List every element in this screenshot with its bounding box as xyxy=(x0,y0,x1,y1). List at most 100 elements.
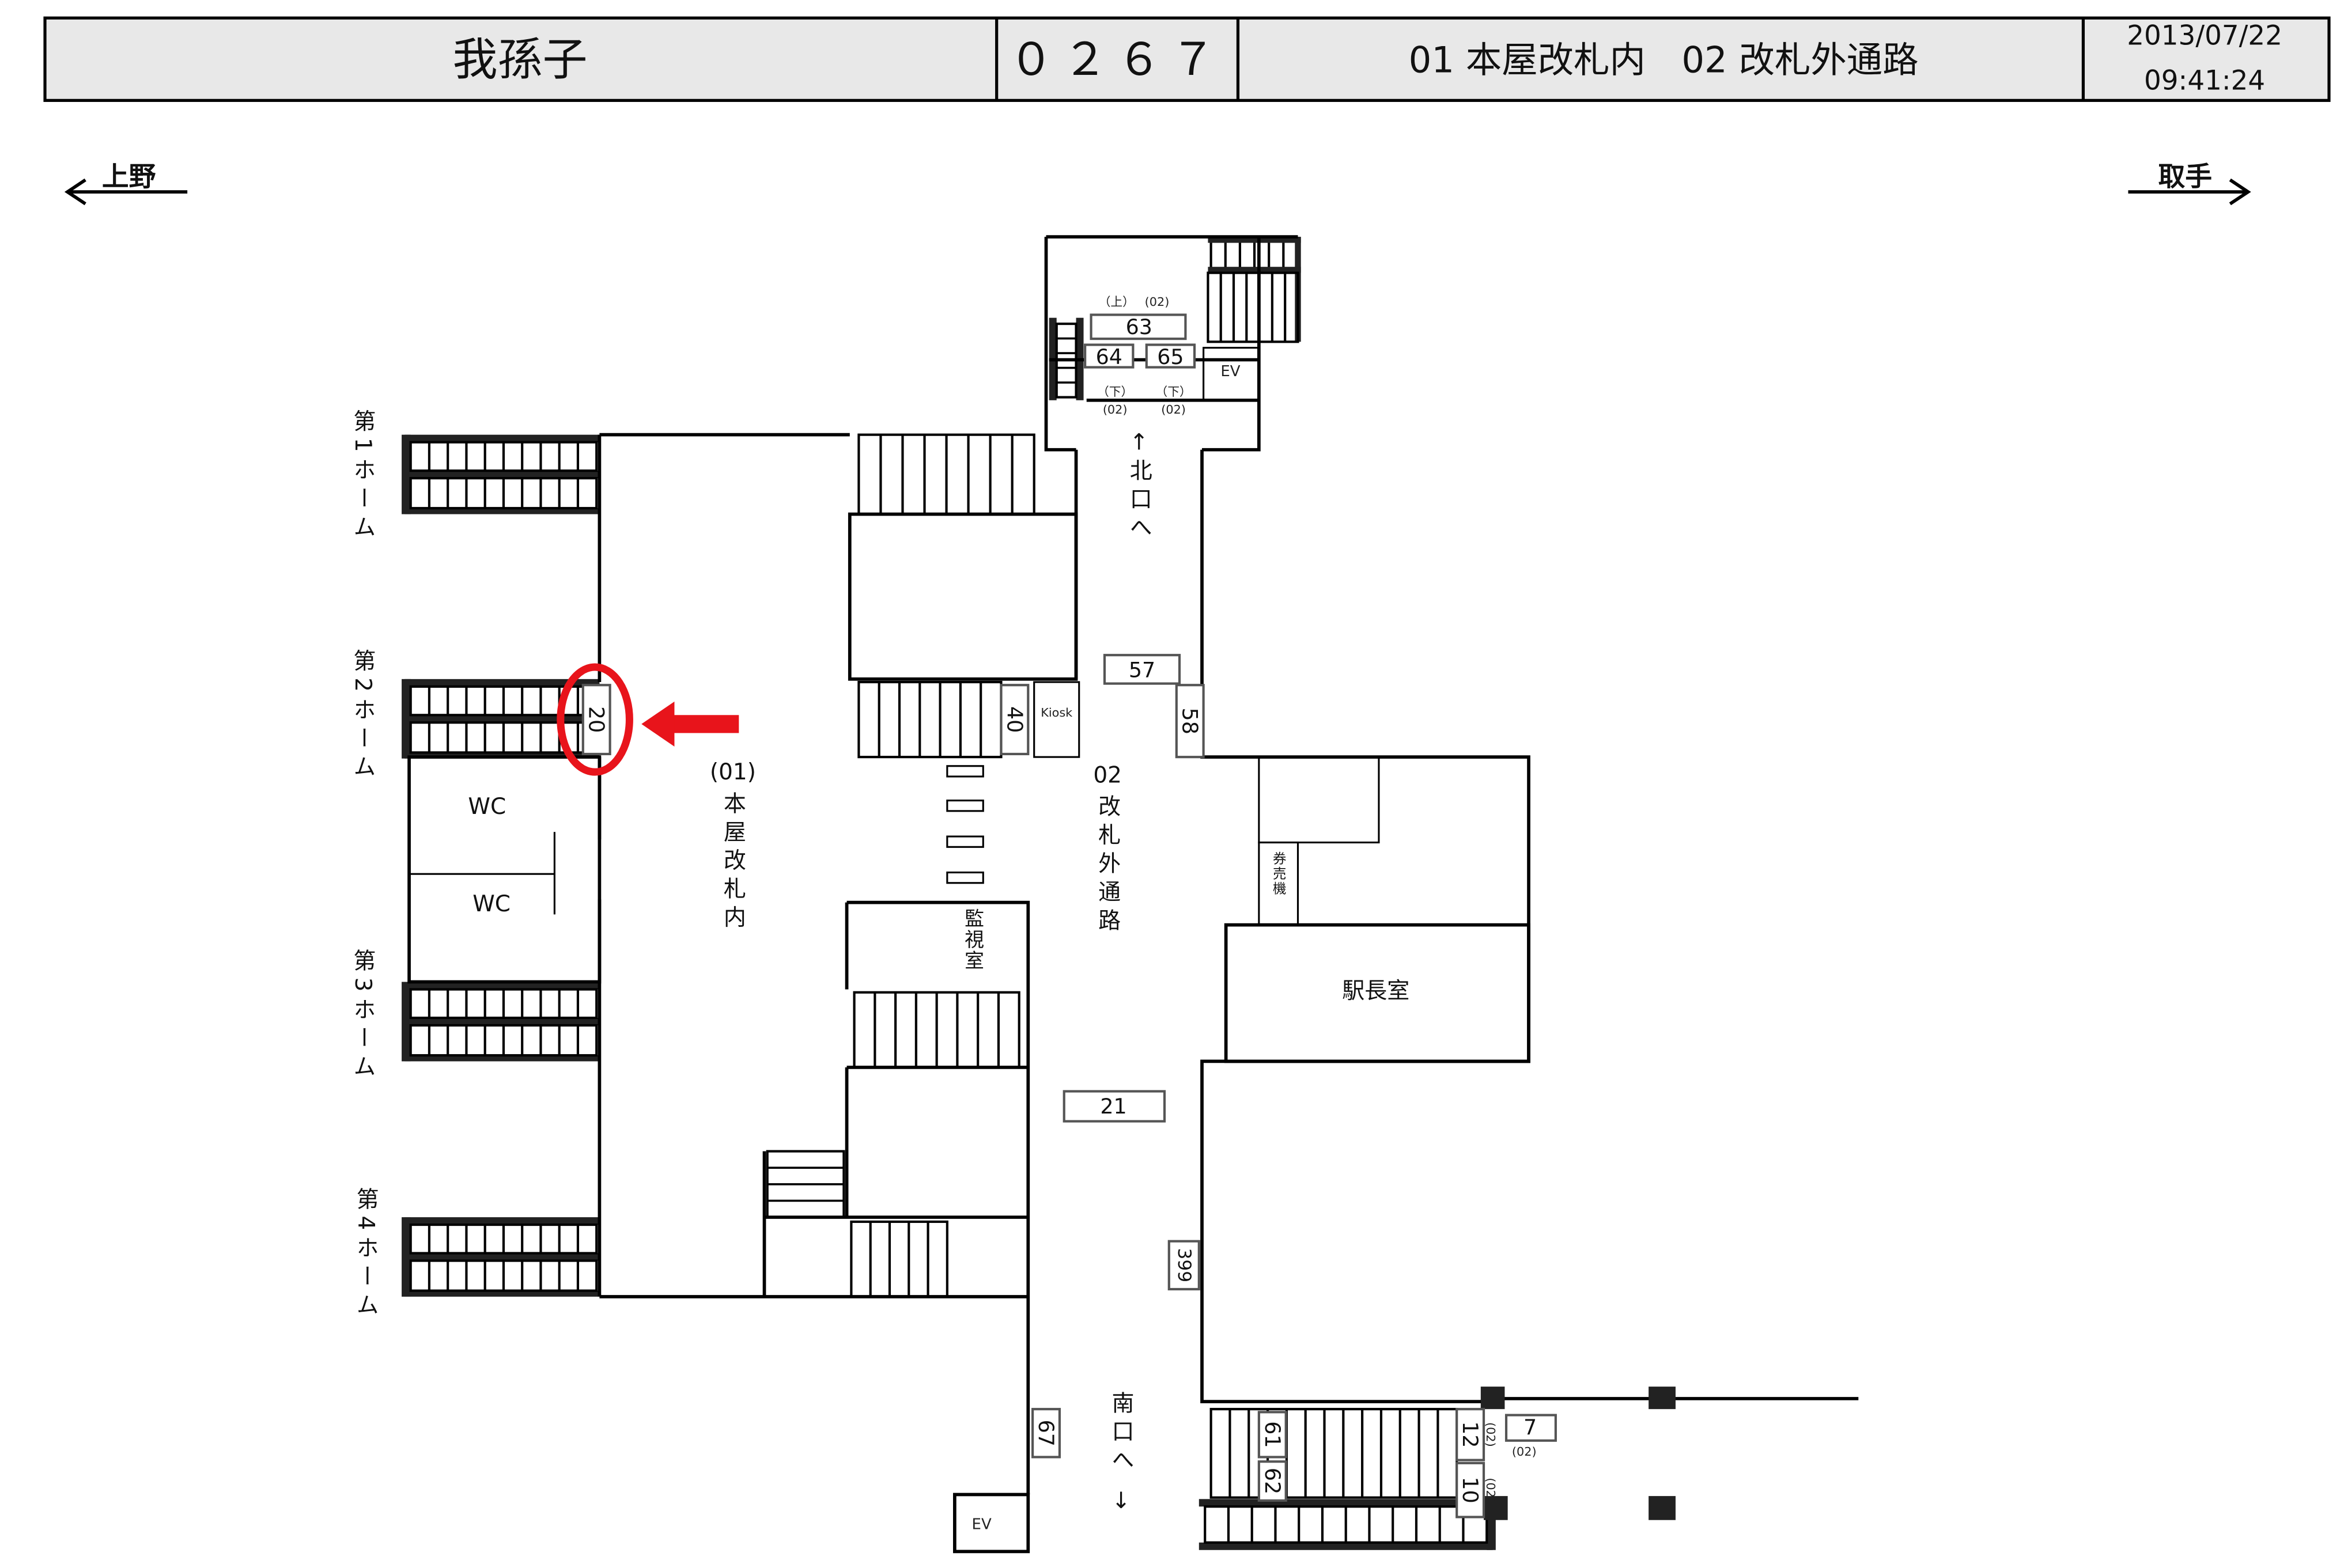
platform-4-stairs-edge xyxy=(404,1253,600,1261)
map-text: 57 xyxy=(1129,658,1155,683)
ev-south-label: EV xyxy=(972,1516,992,1533)
box-57[interactable]: 57 xyxy=(1103,654,1181,685)
platform-3-stairs-edge xyxy=(404,1055,600,1062)
highlight-circle xyxy=(557,663,633,776)
station-master-label: 駅長室 xyxy=(1342,978,1409,1004)
edge xyxy=(1199,1542,1493,1550)
platform-2-stairs-edge xyxy=(404,715,600,723)
box-21[interactable]: 21 xyxy=(1063,1090,1166,1123)
small-labels: （上） (02) （下） (02) （下） (02) (02) (02) (02… xyxy=(1097,295,1537,1502)
direction-left: 上野 xyxy=(64,162,188,206)
box-399[interactable]: 399 xyxy=(1167,1240,1200,1291)
ev-north-label: EV xyxy=(1220,363,1240,380)
arrow-right-icon xyxy=(2229,178,2251,206)
box-7[interactable]: 7 xyxy=(1504,1414,1557,1442)
monitor-room-label: 監視室 xyxy=(962,908,984,972)
map-text: （下） xyxy=(1155,385,1191,399)
box-64[interactable]: 64 xyxy=(1084,343,1135,369)
map-text: 63 xyxy=(1126,315,1152,339)
platform-2-stairs-edge xyxy=(402,679,411,759)
floor-markers xyxy=(946,765,984,884)
box-61[interactable]: 61 xyxy=(1257,1411,1287,1459)
gate-02-label: 改札外通路 xyxy=(1095,794,1121,937)
stairs-layer xyxy=(402,237,1496,1550)
walls xyxy=(407,235,1859,1554)
map-text: 67 xyxy=(1034,1420,1058,1446)
gate-02-code: 02 xyxy=(1093,762,1122,788)
map-text: 62 xyxy=(1260,1468,1285,1494)
box-10[interactable]: 10 xyxy=(1455,1461,1485,1518)
map-text: 10 xyxy=(1458,1477,1483,1503)
platform-4-stairs-edge xyxy=(402,1217,411,1297)
box-67[interactable]: 67 xyxy=(1031,1408,1061,1459)
gate-list: 01 本屋改札内 02 改札外通路 xyxy=(1409,39,1919,81)
platform-3-label: 第3ホーム xyxy=(350,949,376,1083)
pillars xyxy=(1480,1387,1676,1520)
map-text: （上） xyxy=(1099,295,1135,309)
direction-right-label: 取手 xyxy=(2158,162,2212,193)
platform-1-stairs-edge xyxy=(402,434,411,514)
box-12[interactable]: 12 xyxy=(1455,1408,1485,1461)
station-name: 我孫子 xyxy=(453,34,588,86)
platform-3-stairs-edge xyxy=(402,982,411,1062)
gate-01-code: (01) xyxy=(710,759,756,785)
platform-3-stairs-edge xyxy=(404,1017,600,1025)
map-text: 61 xyxy=(1260,1421,1285,1448)
north-exit-label: 北口へ xyxy=(1126,459,1152,544)
map-text: 20 xyxy=(584,706,609,733)
wc-label-1: WC xyxy=(468,794,506,820)
kiosk-label: Kiosk xyxy=(1041,706,1072,719)
platform-1-stairs-edge xyxy=(404,471,600,479)
time-label: 09:41:24 xyxy=(2144,66,2265,97)
gate-01-label: 本屋改札内 xyxy=(720,791,746,934)
highlight-arrow-shaft xyxy=(667,715,739,733)
edge xyxy=(1208,237,1301,243)
map-text: 21 xyxy=(1100,1094,1126,1119)
arrow-left-icon xyxy=(64,178,86,206)
box-62[interactable]: 62 xyxy=(1257,1460,1287,1502)
box-58[interactable]: 58 xyxy=(1175,684,1205,759)
location-boxes: 20 40 57 58 21 399 67 63 64 65 61 62 12 … xyxy=(581,313,1557,1518)
direction-left-label: 上野 xyxy=(102,162,156,193)
stairs-south xyxy=(850,1220,948,1298)
area-labels: 第1ホーム 第2ホーム 第3ホーム 第4ホーム (01) 本屋改札内 02 改札… xyxy=(350,363,1409,1533)
direction-right: 取手 xyxy=(2128,162,2251,206)
map-text: (02) xyxy=(1145,295,1170,309)
map-text: (02) xyxy=(1161,403,1186,416)
wc-label-2: WC xyxy=(472,891,511,917)
map-text: (02) xyxy=(1484,1422,1498,1447)
platform-2-stairs-edge xyxy=(404,679,600,687)
ticket-machine-label: 券売機 xyxy=(1271,851,1287,896)
map-text: (02) xyxy=(1484,1478,1498,1502)
map-text: 399 xyxy=(1174,1248,1194,1283)
platform-4-stairs-edge xyxy=(404,1217,600,1225)
box-40[interactable]: 40 xyxy=(1000,684,1030,756)
map-text: 7 xyxy=(1523,1415,1537,1440)
platform-1-stairs-edge xyxy=(404,508,600,514)
platform-4-stairs-edge xyxy=(404,1290,600,1297)
platform-3-stairs-edge xyxy=(404,982,600,990)
stairs-north xyxy=(1207,271,1299,343)
map-text: 58 xyxy=(1178,708,1203,734)
platform-4-label: 第4ホーム xyxy=(353,1187,379,1321)
map-text: 40 xyxy=(1002,706,1027,733)
edge xyxy=(1208,267,1301,273)
highlight-marker xyxy=(557,663,739,776)
map-text: (02) xyxy=(1512,1445,1537,1459)
map-text: 64 xyxy=(1096,344,1122,369)
platform-1-stairs-edge xyxy=(404,434,600,442)
map-text: (02) xyxy=(1103,403,1128,416)
box-65[interactable]: 65 xyxy=(1145,343,1196,369)
map-text: 12 xyxy=(1458,1421,1483,1448)
station-code: ０２６７ xyxy=(1009,34,1224,86)
svg-text:↑: ↑ xyxy=(1129,430,1148,456)
highlight-arrow-icon xyxy=(641,701,675,747)
south-exit-label: 南口へ xyxy=(1108,1391,1134,1476)
date-label: 2013/07/22 xyxy=(2127,20,2282,51)
platform-1-label: 第1ホーム xyxy=(350,409,376,543)
map-text: 65 xyxy=(1157,344,1184,369)
box-20[interactable]: 20 xyxy=(581,684,611,756)
platform-2-label: 第2ホーム xyxy=(350,649,376,783)
box-63[interactable]: 63 xyxy=(1090,313,1187,340)
